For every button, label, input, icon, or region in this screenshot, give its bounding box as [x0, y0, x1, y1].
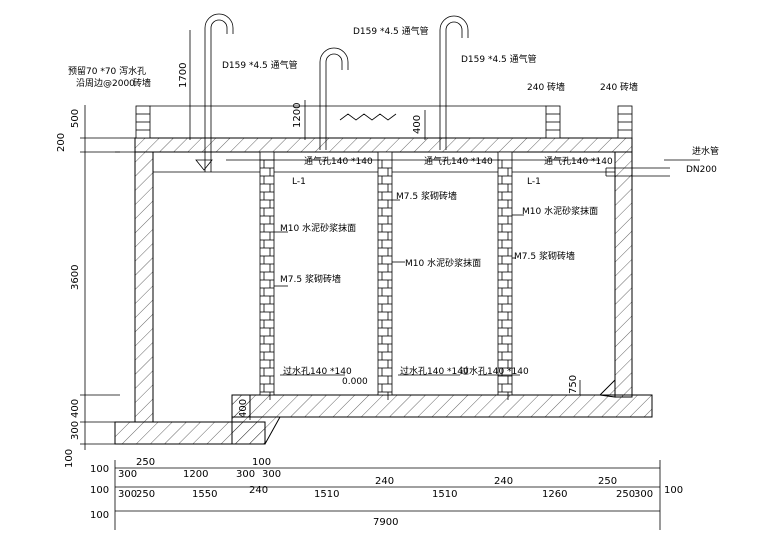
label-pipe-left: D159 *4.5 通气管 [222, 59, 298, 71]
label-pipe-right: D159 *4.5 通气管 [461, 53, 537, 65]
hdim-r4-300b: 300 [634, 489, 653, 500]
label-water-hole-2: 过水孔140 *140 [400, 365, 469, 377]
label-inlet-dn: DN200 [686, 165, 717, 175]
label-m10-a: M10 水泥砂浆抹面 [280, 222, 356, 234]
label-water-hole-3: 过水孔140 *140 [460, 365, 529, 377]
hdim-r4-100b: 100 [664, 485, 683, 496]
hdim-r4-250: 250 [136, 489, 155, 500]
hdim-r4-100a: 100 [90, 485, 109, 496]
label-m75-b: M7.5 浆砌砖墙 [396, 190, 457, 202]
hdim-r2-300c: 300 [262, 469, 281, 480]
annotations: D159 *4.5 通气管 D159 *4.5 通气管 D159 *4.5 通气… [68, 25, 719, 387]
dim-400-roof: 400 [412, 115, 423, 134]
dim-3600: 3600 [70, 265, 81, 290]
hdim-r4-240: 240 [249, 485, 268, 496]
roof-brick-walls [135, 105, 633, 139]
hdim-r1-100: 100 [252, 457, 271, 468]
label-elevation: 0.000 [342, 377, 368, 387]
partition-walls [259, 151, 513, 400]
label-vent-hole-3: 通气孔140 *140 [544, 155, 613, 167]
hdim-r5-7900: 7900 [373, 517, 398, 528]
inlet-pipe [605, 159, 700, 177]
dim-1200: 1200 [292, 103, 303, 128]
dim-400: 400 [70, 399, 81, 418]
hdim-r3-250: 250 [598, 476, 617, 487]
hdim-r5-100: 100 [90, 510, 109, 521]
label-brick-wall-top: 砖墙 [133, 77, 151, 89]
leaders [226, 159, 600, 376]
label-l1-b: L-1 [527, 177, 541, 187]
hdim-r2-300b: 300 [236, 469, 255, 480]
dim-100-left: 100 [64, 449, 75, 468]
right-wall [614, 151, 633, 398]
hdim-r3-240b: 240 [494, 476, 513, 487]
label-inlet-pipe: 进水管 [692, 145, 719, 157]
label-m75-c: M7.5 浆砌砖墙 [514, 250, 575, 262]
label-vent-hole-1: 通气孔140 *140 [304, 155, 373, 167]
partition-wall-1 [259, 151, 275, 396]
vent-pipes [195, 13, 469, 172]
hdim-r2-100: 100 [90, 464, 109, 475]
hdim-r2-1200: 1200 [183, 469, 208, 480]
vent-pipe-mid [319, 47, 349, 150]
tank-structure [114, 137, 653, 445]
hdim-r4-1260: 1260 [542, 489, 567, 500]
label-brick-240a: 240 砖墙 [527, 81, 565, 93]
dim-750: 750 [568, 375, 579, 394]
dim-400-step: 400 [238, 399, 249, 418]
hdim-r2-300: 300 [118, 469, 137, 480]
label-brick-240b: 240 砖墙 [600, 81, 638, 93]
dim-500: 500 [70, 109, 81, 128]
hdim-r4-1550: 1550 [192, 489, 217, 500]
partition-wall-3 [497, 151, 513, 396]
hdim-r4-250b: 250 [616, 489, 635, 500]
label-vent-hole-2: 通气孔140 *140 [424, 155, 493, 167]
dim-200: 200 [56, 133, 67, 152]
hdim-r4-1510a: 1510 [314, 489, 339, 500]
vent-pipe-right [439, 15, 469, 150]
vent-pipe-left [204, 13, 234, 172]
dim-1700: 1700 [178, 63, 189, 88]
label-l1-a: L-1 [292, 177, 306, 187]
soil-wave-symbol [339, 113, 397, 121]
hdim-r4-300: 300 [118, 489, 137, 500]
label-reserve-2: 沿周边@2000 [76, 78, 135, 89]
hdim-r3-240a: 240 [375, 476, 394, 487]
label-water-hole-1: 过水孔140 *140 [283, 365, 352, 377]
right-corner-fill [598, 378, 616, 398]
vertical-dimension-text: 500 200 3600 400 300 100 1700 1200 400 7… [56, 63, 579, 468]
hdim-r4-1510b: 1510 [432, 489, 457, 500]
label-m10-b: M10 水泥砂浆抹面 [405, 257, 481, 269]
left-wall [134, 151, 154, 423]
dim-300: 300 [70, 421, 81, 440]
label-m75-a: M7.5 浆砌砖墙 [280, 273, 341, 285]
water-level-marker [195, 159, 213, 171]
label-reserve-1: 预留70 *70 泻水孔 [68, 65, 146, 77]
dimension-lines [80, 30, 661, 530]
hdim-r1-250: 250 [136, 457, 155, 468]
top-slab [134, 137, 633, 153]
label-m10-c: M10 水泥砂浆抹面 [522, 205, 598, 217]
partition-wall-2 [377, 151, 393, 396]
bottom-slab [231, 394, 653, 418]
horizontal-dimension-text: 250 100 100 300 1200 300 300 240 240 250… [90, 457, 683, 528]
label-pipe-mid: D159 *4.5 通气管 [353, 25, 429, 37]
